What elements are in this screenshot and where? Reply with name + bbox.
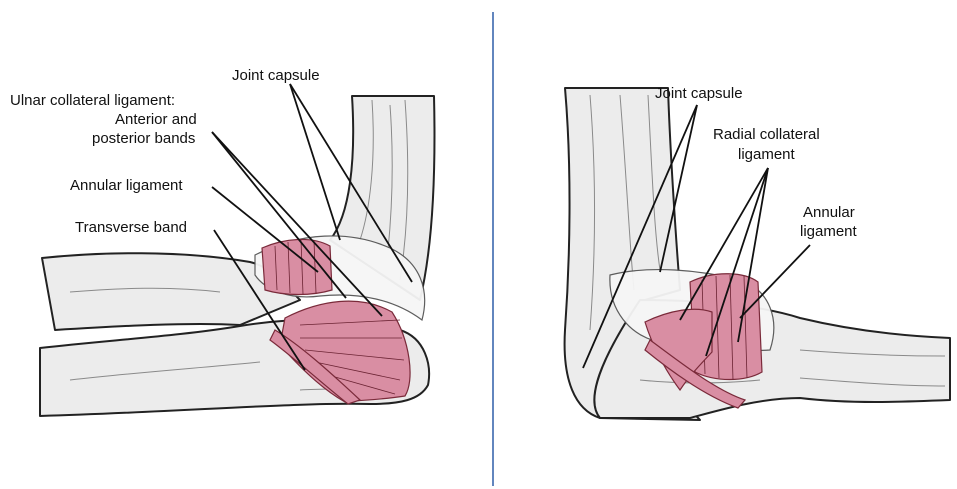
label-ulnar-collateral-line2: Anterior and [115,111,197,128]
label-radial-collateral-line2: ligament [738,146,796,163]
label-ulnar-collateral-line1: Ulnar collateral ligament: [10,92,175,109]
right-labels: Joint capsule Radial collateral ligament… [655,85,858,240]
label-transverse-band: Transverse band [75,219,187,236]
label-annular-line1: Annular [803,204,855,221]
label-ulnar-collateral-line3: posterior bands [92,130,195,147]
label-annular-ligament-left: Annular ligament [70,177,183,194]
label-annular-line2: ligament [800,223,858,240]
label-joint-capsule-left: Joint capsule [232,67,320,84]
label-radial-collateral-line1: Radial collateral [713,126,820,143]
left-labels: Joint capsule Ulnar collateral ligament:… [10,67,320,236]
label-joint-capsule-right: Joint capsule [655,85,743,102]
